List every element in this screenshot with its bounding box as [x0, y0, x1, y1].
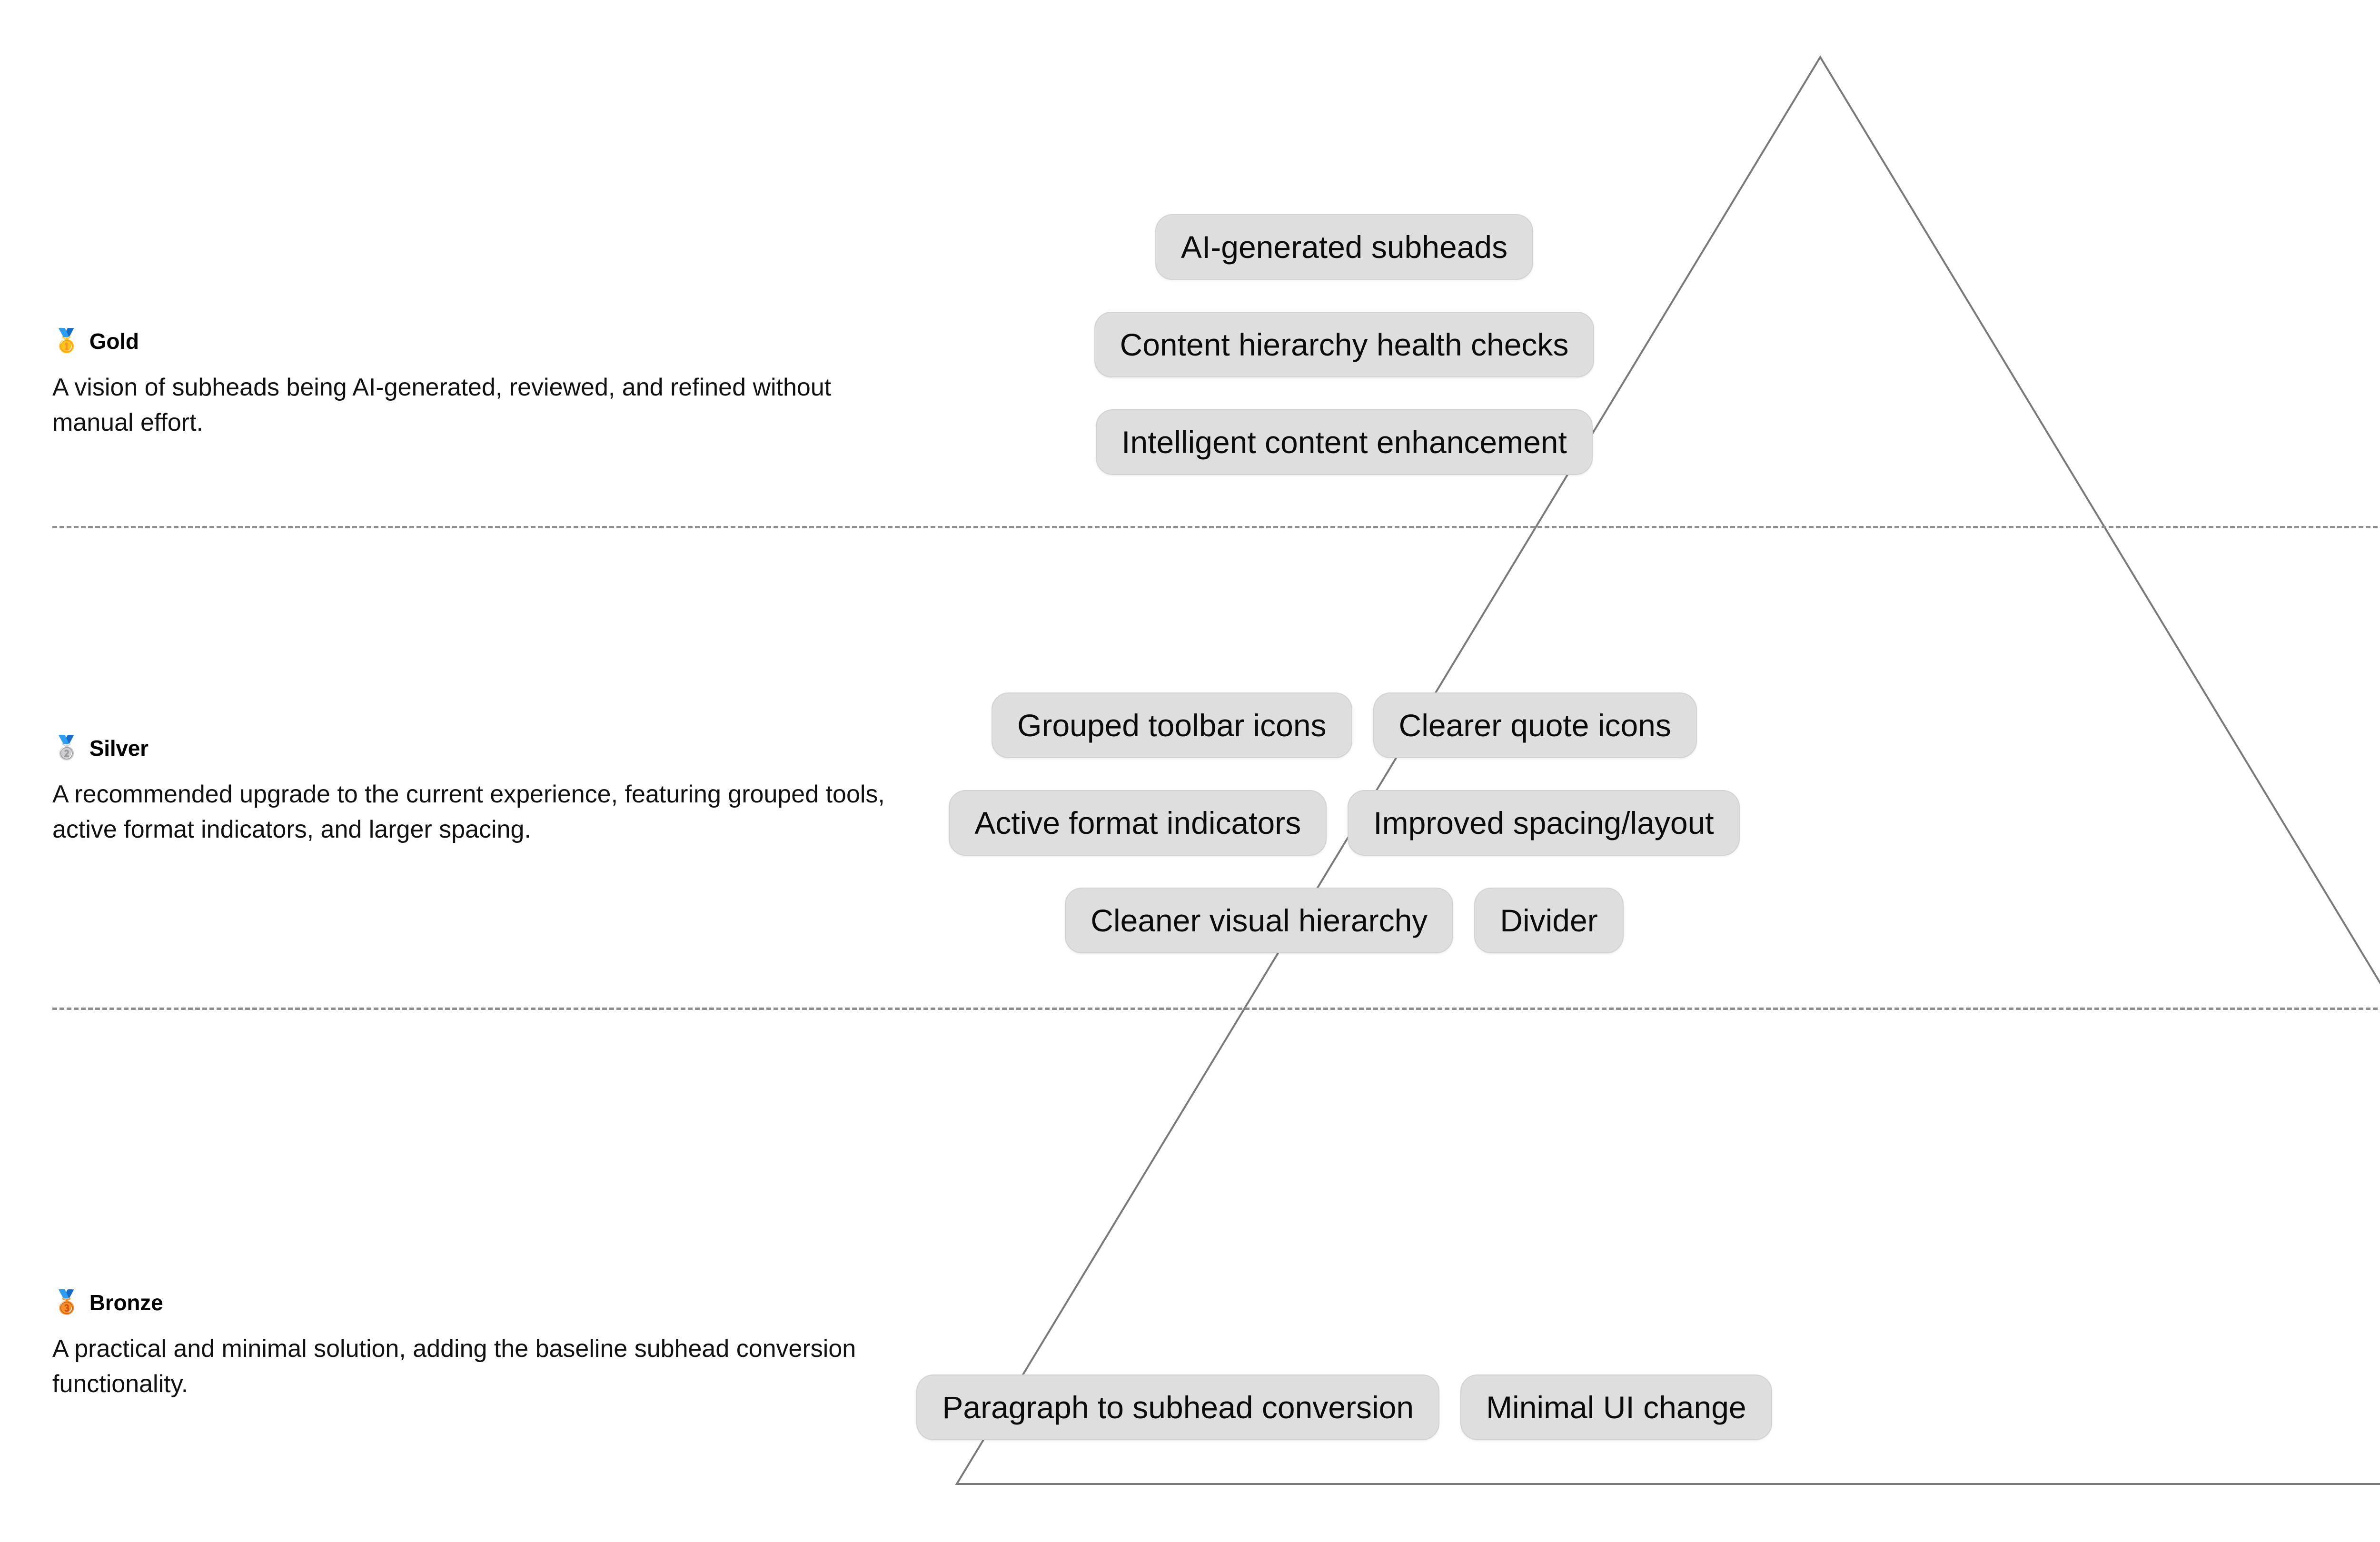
- tier-divider-gold-silver: [52, 526, 2380, 528]
- chip-row-silver-3: Cleaner visual hierarchy Divider: [0, 888, 2380, 953]
- tier-heading-gold: 🥇 Gold: [52, 328, 923, 354]
- chip-grouped-toolbar-icons[interactable]: Grouped toolbar icons: [992, 692, 1352, 758]
- chip-row-gold-2: Content hierarchy health checks: [0, 312, 2380, 377]
- tier-heading-bronze: 🥉 Bronze: [52, 1290, 923, 1315]
- chip-improved-spacing-layout[interactable]: Improved spacing/layout: [1348, 790, 1740, 856]
- bronze-medal-icon: 🥉: [52, 1290, 81, 1315]
- chip-row-bronze-1: Paragraph to subhead conversion Minimal …: [0, 1374, 2380, 1440]
- tier-name-silver: Silver: [89, 736, 149, 761]
- tier-name-gold: Gold: [89, 329, 139, 354]
- tier-divider-silver-bronze: [52, 1008, 2380, 1010]
- chip-content-hierarchy-health-checks[interactable]: Content hierarchy health checks: [1094, 312, 1595, 377]
- chip-minimal-ui-change[interactable]: Minimal UI change: [1460, 1374, 1772, 1440]
- chip-divider[interactable]: Divider: [1474, 888, 1624, 953]
- tier-name-bronze: Bronze: [89, 1290, 163, 1315]
- tier-info-gold: 🥇 Gold A vision of subheads being AI-gen…: [52, 328, 923, 441]
- chip-intelligent-content-enhancement[interactable]: Intelligent content enhancement: [1096, 409, 1593, 475]
- chip-active-format-indicators[interactable]: Active format indicators: [949, 790, 1327, 856]
- chip-ai-generated-subheads[interactable]: AI-generated subheads: [1155, 214, 1534, 280]
- tier-description-silver: A recommended upgrade to the current exp…: [52, 781, 885, 843]
- tier-description-gold: A vision of subheads being AI-generated,…: [52, 374, 832, 436]
- gold-medal-icon: 🥇: [52, 328, 81, 354]
- chip-paragraph-to-subhead-conversion[interactable]: Paragraph to subhead conversion: [916, 1374, 1440, 1440]
- chip-cleaner-visual-hierarchy[interactable]: Cleaner visual hierarchy: [1065, 888, 1454, 953]
- tier-info-silver: 🥈 Silver A recommended upgrade to the cu…: [52, 735, 923, 848]
- chip-row-silver-1: Grouped toolbar icons Clearer quote icon…: [0, 692, 2380, 758]
- tier-info-bronze: 🥉 Bronze A practical and minimal solutio…: [52, 1290, 923, 1402]
- tier-description-bronze: A practical and minimal solution, adding…: [52, 1335, 856, 1398]
- chip-row-silver-2: Active format indicators Improved spacin…: [0, 790, 2380, 856]
- chip-row-gold-1: AI-generated subheads: [0, 214, 2380, 280]
- silver-medal-icon: 🥈: [52, 735, 81, 761]
- tier-heading-silver: 🥈 Silver: [52, 735, 923, 761]
- chip-row-gold-3: Intelligent content enhancement: [0, 409, 2380, 475]
- chip-clearer-quote-icons[interactable]: Clearer quote icons: [1373, 692, 1697, 758]
